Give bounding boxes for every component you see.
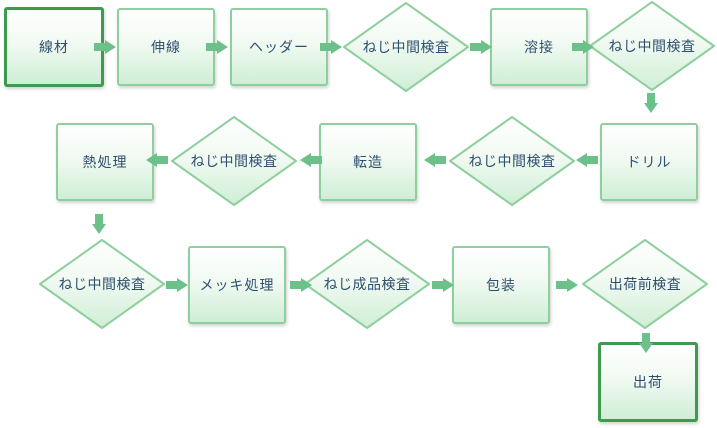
step-thread-inspection-4-label: ねじ中間検査 (190, 154, 278, 170)
arrow-right-icon (94, 40, 116, 54)
step-shipping: 出荷 (598, 342, 698, 422)
arrow-right-icon (206, 40, 228, 54)
arrow-right-icon (290, 278, 312, 292)
step-final-thread-inspection: ねじ成品検査 (304, 239, 430, 329)
step-wire-material: 線材 (4, 7, 104, 87)
arrow-down-icon (639, 333, 653, 353)
arrow-right-icon (432, 278, 454, 292)
step-plating: メッキ処理 (188, 246, 286, 324)
step-thread-rolling: 転造 (319, 123, 417, 201)
step-thread-inspection-5: ねじ中間検査 (39, 239, 165, 329)
step-thread-inspection-3: ねじ中間検査 (449, 116, 575, 206)
arrow-left-icon (300, 153, 322, 167)
step-drill: ドリル (600, 123, 698, 201)
arrow-right-icon (572, 40, 594, 54)
step-thread-inspection-1: ねじ中間検査 (343, 2, 469, 92)
arrow-left-icon (146, 153, 168, 167)
arrow-right-icon (320, 40, 342, 54)
step-thread-inspection-4: ねじ中間検査 (171, 116, 297, 206)
step-heat-treatment: 熱処理 (56, 123, 154, 201)
step-wire-drawing: 伸線 (117, 8, 215, 86)
step-thread-inspection-5-label: ねじ中間検査 (58, 277, 146, 293)
step-thread-inspection-3-label: ねじ中間検査 (468, 154, 556, 170)
step-pre-shipment-inspection: 出荷前検査 (582, 239, 708, 329)
arrow-left-icon (576, 153, 598, 167)
arrow-down-icon (92, 214, 106, 234)
step-thread-inspection-2: ねじ中間検査 (589, 1, 715, 91)
arrow-right-icon (556, 278, 578, 292)
step-final-thread-inspection-label: ねじ成品検査 (323, 277, 411, 293)
arrow-left-icon (424, 153, 446, 167)
arrow-right-icon (470, 40, 492, 54)
step-packing: 包装 (452, 246, 550, 324)
arrow-right-icon (166, 278, 188, 292)
step-thread-inspection-1-label: ねじ中間検査 (362, 40, 450, 56)
step-header: ヘッダー (230, 8, 328, 86)
step-pre-shipment-inspection-label: 出荷前検査 (608, 277, 682, 293)
step-thread-inspection-2-label: ねじ中間検査 (608, 39, 696, 55)
arrow-down-icon (644, 93, 658, 113)
